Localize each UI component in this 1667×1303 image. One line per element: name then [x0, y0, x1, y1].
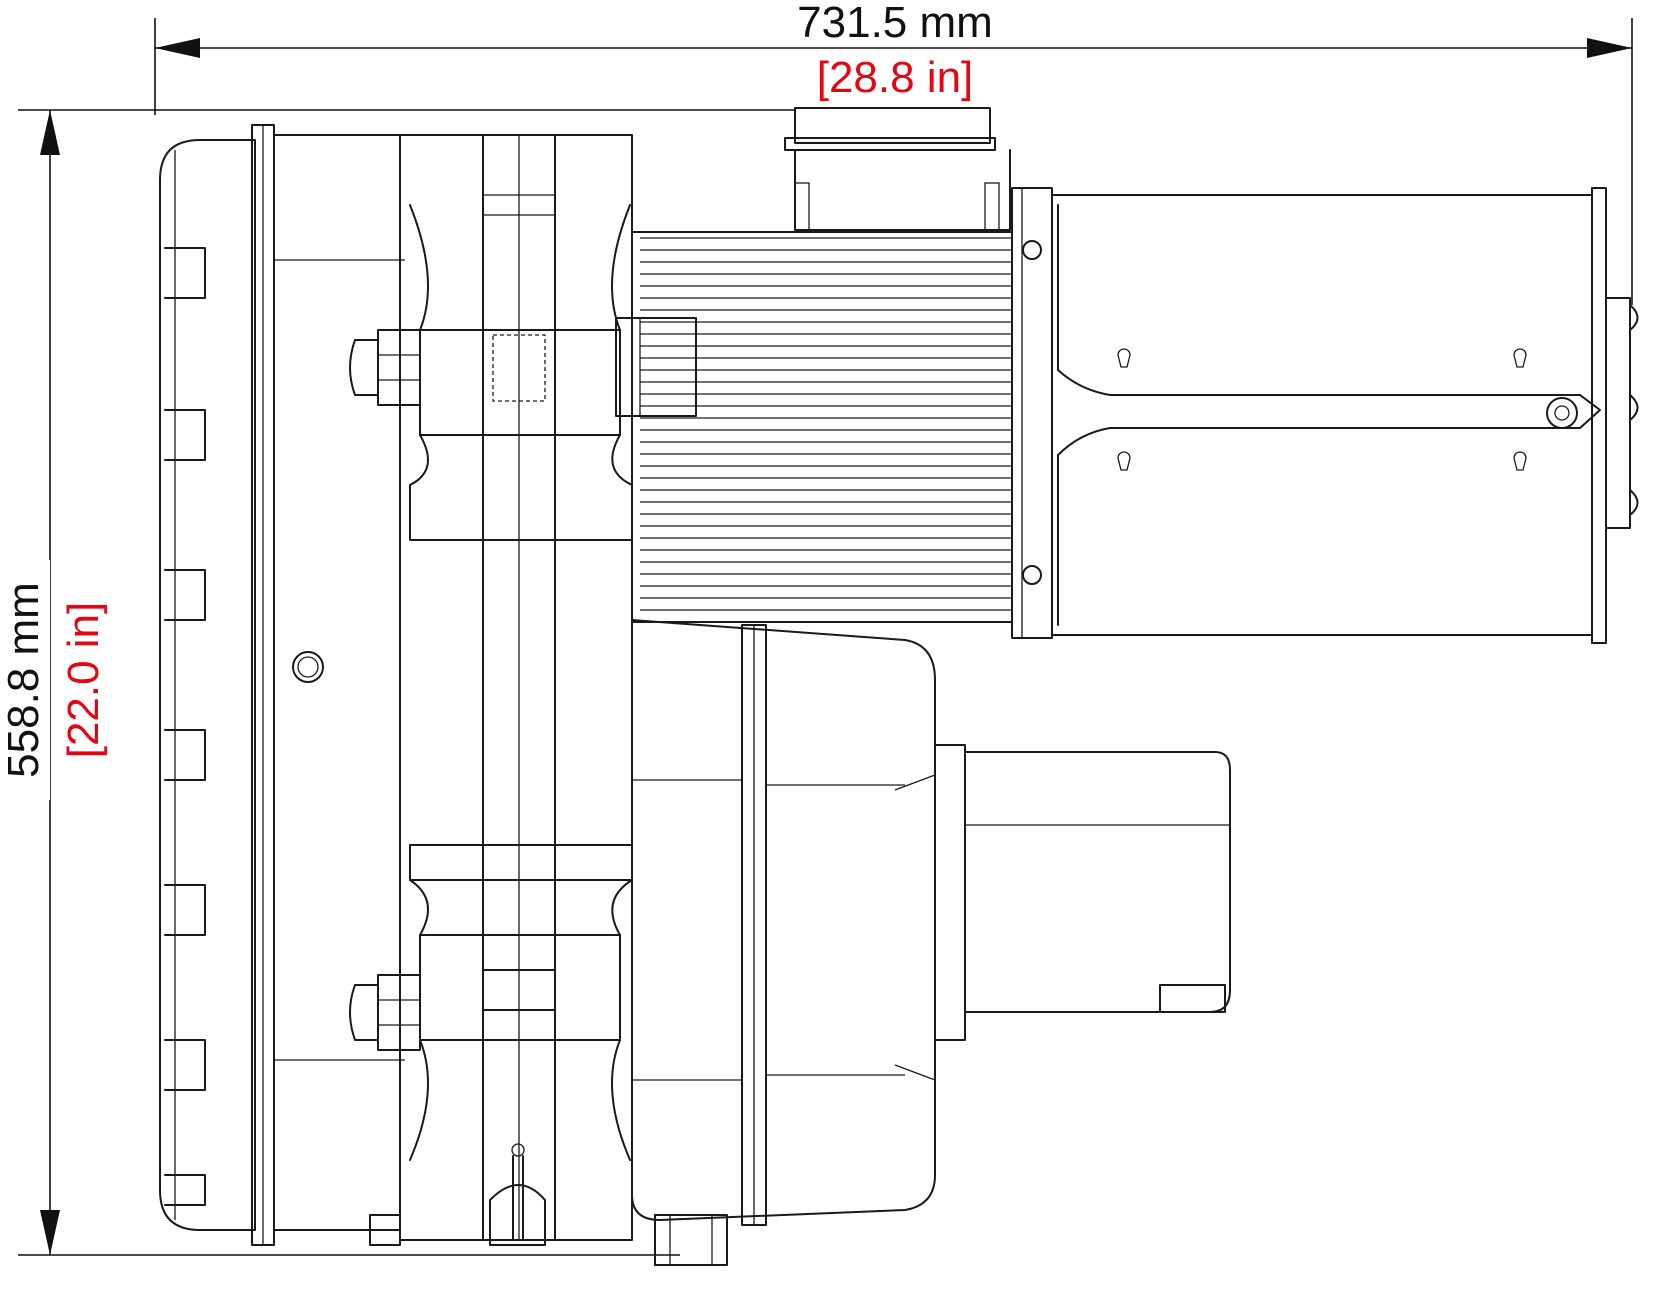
drum-frame	[349, 134, 633, 1246]
clutch-housing	[894, 744, 1231, 1081]
gearbox-housing	[631, 619, 936, 1266]
width-imperial-label: [28.8 in]	[817, 53, 974, 102]
width-arrow-right	[1587, 38, 1632, 58]
motor-fins	[615, 231, 1013, 623]
motor-end-cap	[1011, 187, 1639, 644]
width-arrow-left	[155, 38, 200, 58]
width-metric-label: 731.5 mm	[797, 0, 993, 47]
height-arrow-top	[40, 110, 60, 155]
height-dimension: 558.8 mm [22.0 in]	[0, 109, 795, 1256]
height-arrow-bottom	[40, 1210, 60, 1255]
height-metric-label: 558.8 mm	[0, 582, 48, 778]
top-control-box	[784, 107, 1011, 231]
upper-bolt	[349, 329, 421, 406]
height-imperial-label: [22.0 in]	[59, 602, 108, 759]
lower-bolt	[349, 974, 421, 1051]
width-dimension: 731.5 mm [28.8 in]	[154, 0, 1633, 305]
left-end-housing	[159, 124, 405, 1246]
